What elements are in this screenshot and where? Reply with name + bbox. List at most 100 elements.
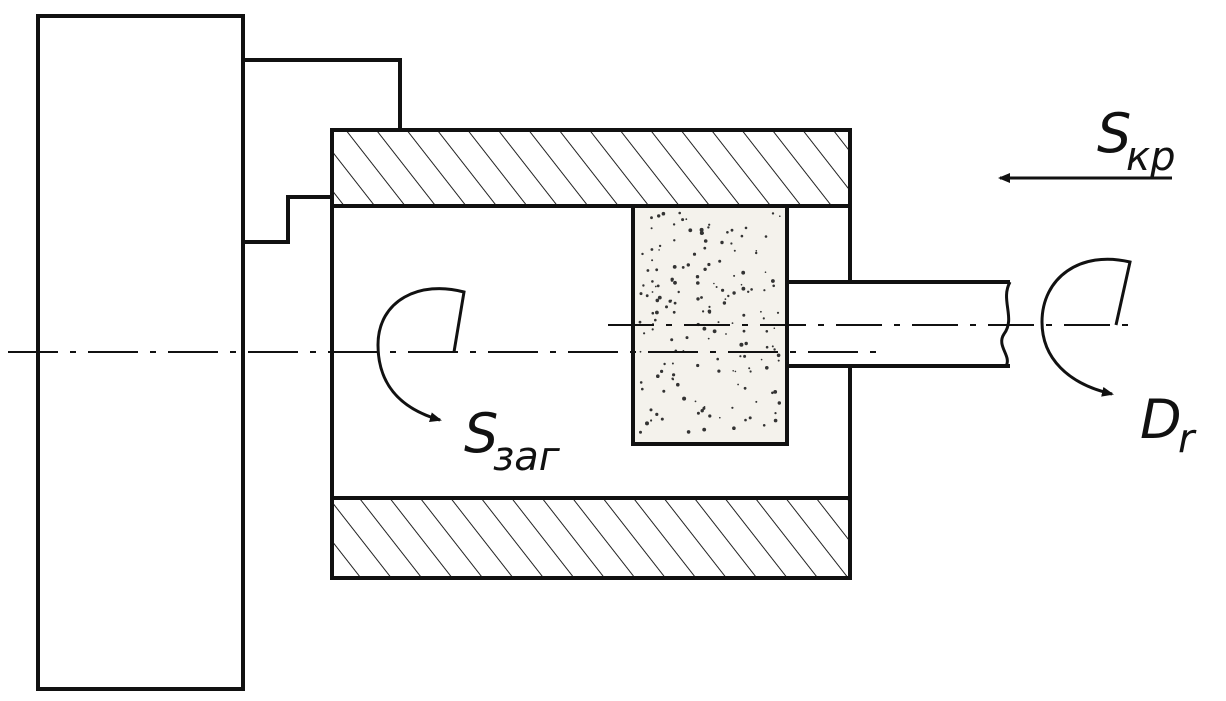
chuck-jaw-step	[243, 195, 332, 244]
abrasive-speckle	[764, 235, 768, 238]
abrasive-speckle	[765, 366, 769, 370]
abrasive-speckle	[730, 228, 734, 232]
abrasive-speckle	[655, 268, 659, 272]
abrasive-speckle	[744, 226, 748, 230]
abrasive-speckle	[650, 419, 653, 422]
abrasive-speckle	[671, 362, 674, 365]
abrasive-speckle	[660, 417, 664, 421]
abrasive-speckle	[760, 358, 763, 361]
abrasive-speckle	[719, 416, 721, 419]
abrasive-speckle	[726, 231, 729, 234]
abrasive-speckle	[755, 250, 758, 252]
abrasive-speckle	[685, 218, 688, 221]
abrasive-speckle	[686, 263, 690, 267]
abrasive-speckle	[651, 328, 654, 331]
abrasive-speckle	[724, 298, 727, 300]
abrasive-speckle	[732, 291, 736, 295]
abrasive-speckle	[742, 313, 746, 317]
abrasive-speckle	[731, 406, 734, 409]
d-r-label-main: D	[1140, 388, 1182, 451]
abrasive-speckle	[655, 310, 659, 315]
abrasive-speckle	[657, 295, 662, 300]
abrasive-speckle	[660, 369, 664, 373]
abrasive-speckle	[643, 332, 646, 335]
abrasive-speckle	[641, 252, 644, 256]
abrasive-speckle	[707, 226, 710, 229]
abrasive-speckle	[776, 311, 780, 314]
abrasive-speckle	[672, 310, 676, 314]
abrasive-speckle	[672, 373, 676, 377]
abrasive-speckle	[734, 370, 737, 373]
s-kr-label-sub: кр	[1126, 134, 1176, 180]
abrasive-speckle	[722, 301, 727, 305]
abrasive-speckle	[685, 336, 689, 340]
abrasive-speckle	[774, 412, 777, 415]
grinding-wheel-texture	[638, 211, 781, 434]
abrasive-speckle	[748, 416, 752, 420]
abrasive-speckle	[681, 218, 685, 222]
abrasive-speckle	[655, 298, 660, 303]
abrasive-speckle	[638, 320, 642, 324]
abrasive-speckle	[650, 216, 653, 220]
abrasive-speckle	[677, 290, 680, 294]
chuck-jaw	[243, 58, 402, 130]
abrasive-speckle	[750, 288, 753, 291]
abrasive-speckle	[682, 396, 687, 401]
abrasive-speckle	[639, 381, 643, 384]
abrasive-speckle	[699, 227, 704, 232]
abrasive-speckle	[777, 401, 781, 405]
abrasive-speckle	[739, 355, 742, 358]
abrasive-speckle	[673, 301, 677, 305]
abrasive-speckle	[765, 345, 769, 349]
abrasive-speckle	[670, 338, 674, 342]
abrasive-speckle	[651, 259, 654, 262]
abrasive-speckle	[707, 262, 711, 267]
abrasive-speckle	[670, 279, 674, 282]
abrasive-speckle	[737, 383, 739, 386]
abrasive-speckle	[639, 430, 642, 434]
abrasive-speckle	[771, 345, 774, 348]
d-r-rotation-arrow	[1040, 257, 1132, 397]
abrasive-speckle	[672, 223, 676, 226]
abrasive-speckle	[641, 387, 644, 391]
workpiece-top-wall	[330, 128, 852, 208]
abrasive-speckle	[773, 418, 778, 423]
abrasive-speckle	[645, 294, 649, 298]
abrasive-speckle	[656, 284, 660, 288]
abrasive-speckle	[732, 426, 736, 431]
abrasive-speckle	[676, 382, 680, 387]
abrasive-speckle	[694, 400, 697, 403]
abrasive-speckle	[670, 299, 673, 302]
abrasive-speckle	[696, 363, 700, 368]
abrasive-speckle	[651, 280, 654, 283]
abrasive-speckle	[696, 297, 700, 301]
abrasive-speckle	[747, 290, 750, 293]
abrasive-speckle	[657, 214, 661, 218]
s-kr-label-main: S	[1097, 102, 1131, 165]
abrasive-speckle	[703, 246, 707, 250]
spindle-break-line	[1000, 281, 1012, 367]
abrasive-speckle	[678, 211, 681, 215]
abrasive-speckle	[764, 271, 767, 274]
abrasive-speckle	[707, 337, 710, 340]
abrasive-speckle	[744, 418, 747, 422]
abrasive-speckle	[662, 389, 666, 393]
abrasive-speckle	[779, 215, 781, 217]
abrasive-speckle	[740, 283, 743, 286]
abrasive-speckle	[771, 279, 775, 283]
abrasive-speckle	[762, 424, 766, 427]
abrasive-speckle	[696, 411, 700, 415]
abrasive-speckle	[658, 244, 662, 248]
abrasive-speckle	[645, 421, 649, 426]
abrasive-speckle	[715, 286, 718, 288]
abrasive-speckle	[741, 286, 746, 291]
abrasive-speckle	[642, 284, 645, 287]
abrasive-speckle	[661, 211, 666, 216]
abrasive-speckle	[672, 265, 677, 269]
abrasive-speckle	[744, 341, 748, 346]
abrasive-speckle	[681, 266, 685, 269]
abrasive-speckle	[733, 249, 736, 252]
abrasive-speckle	[727, 294, 730, 298]
s-zag-rotation-arrow	[376, 287, 466, 423]
abrasive-speckle	[776, 353, 781, 358]
